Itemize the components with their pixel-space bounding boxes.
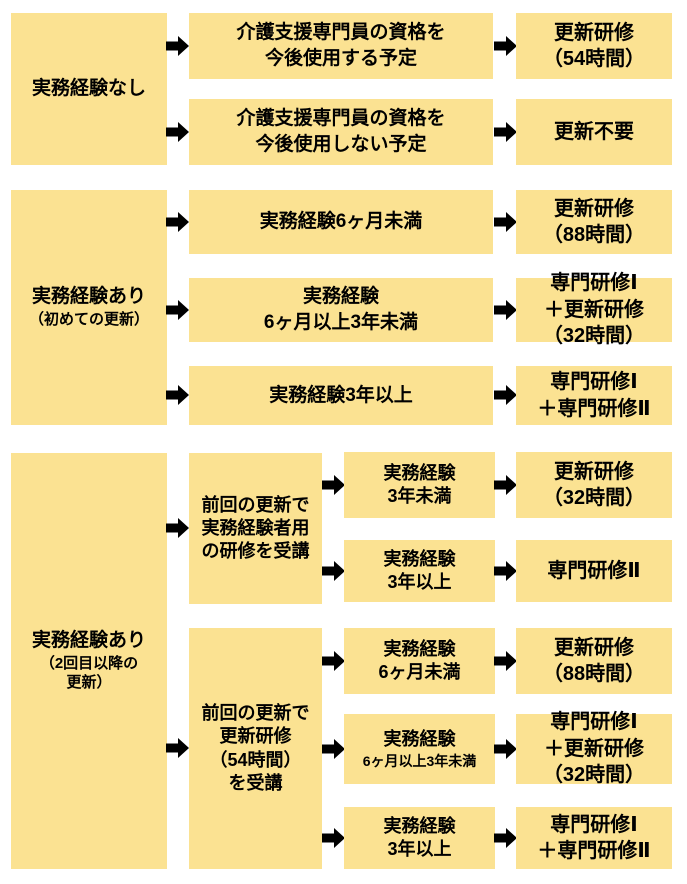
result-label: 専門研修Ⅰ: [550, 371, 638, 394]
category-sublabel: （2回目以降の: [39, 654, 139, 672]
result-label: 更新不要: [554, 120, 634, 143]
result-label: 専門研修Ⅰ: [550, 813, 638, 836]
result-label: 専門研修Ⅰ: [550, 272, 638, 295]
branch-label: を受講: [228, 772, 283, 793]
branch-label: 前回の更新で: [201, 703, 310, 724]
condition-label: 介護支援専門員の資格を: [236, 22, 446, 44]
result-box: 更新研修 （88時間）: [516, 628, 672, 694]
branch-box: 前回の更新で 更新研修 （54時間） を受講: [189, 628, 322, 869]
category-box-no-experience: 実務経験なし: [11, 13, 167, 165]
arrow-right-icon: [494, 828, 517, 848]
condition-label: 実務経験: [383, 815, 456, 836]
arrow-right-icon: [494, 561, 517, 581]
condition-box: 介護支援専門員の資格を 今後使用しない予定: [189, 99, 493, 165]
result-label: 更新研修: [554, 197, 634, 220]
condition-label: 介護支援専門員の資格を: [236, 108, 446, 130]
result-box: 専門研修Ⅰ ＋専門研修Ⅱ: [516, 807, 672, 869]
result-label: （32時間）: [542, 325, 646, 348]
condition-label: 6ヶ月以上3年未満: [362, 752, 477, 769]
result-box: 更新研修 （88時間）: [516, 190, 672, 254]
result-label: ＋更新研修: [544, 298, 644, 321]
condition-box: 実務経験 6ヶ月以上3年未満: [189, 278, 493, 342]
arrow-right-icon: [166, 122, 189, 142]
arrow-right-icon: [494, 739, 517, 759]
condition-label: 実務経験: [383, 548, 456, 569]
arrow-right-icon: [494, 651, 517, 671]
result-box: 専門研修Ⅱ: [516, 540, 672, 602]
category-box-later-renewal: 実務経験あり （2回目以降の 更新）: [11, 453, 167, 869]
category-label: 実務経験あり: [31, 286, 146, 308]
condition-label: 6ヶ月未満: [378, 662, 461, 682]
branch-label: 更新研修: [219, 726, 292, 747]
result-label: （32時間）: [542, 764, 646, 787]
branch-label: 実務経験者用: [201, 517, 310, 538]
result-box: 更新研修 （32時間）: [516, 452, 672, 518]
condition-label: 実務経験: [383, 729, 456, 750]
condition-label: 3年以上: [387, 572, 452, 592]
arrow-right-icon: [494, 300, 517, 320]
result-label: 更新研修: [554, 21, 634, 44]
condition-label: 実務経験6ヶ月未満: [259, 211, 423, 233]
condition-box: 実務経験 6ヶ月以上3年未満: [344, 714, 495, 784]
result-label: ＋専門研修Ⅱ: [537, 397, 651, 420]
arrow-right-icon: [494, 475, 517, 495]
arrow-right-icon: [494, 385, 517, 405]
result-box: 更新研修 （54時間）: [516, 13, 672, 79]
condition-label: 3年未満: [387, 486, 452, 506]
condition-label: 実務経験3年以上: [269, 384, 413, 406]
condition-box: 実務経験 6ヶ月未満: [344, 628, 495, 694]
condition-box: 実務経験 3年以上: [344, 807, 495, 869]
branch-box: 前回の更新で 実務経験者用 の研修を受講: [189, 453, 322, 604]
result-label: 更新研修: [554, 636, 634, 659]
category-box-first-renewal: 実務経験あり （初めての更新）: [11, 190, 167, 425]
result-label: （88時間）: [542, 224, 646, 246]
arrow-right-icon: [322, 739, 345, 759]
arrow-right-icon: [322, 828, 345, 848]
condition-box: 実務経験 3年以上: [344, 540, 495, 602]
branch-label: 前回の更新で: [201, 494, 310, 515]
result-label: ＋更新研修: [544, 737, 644, 760]
condition-label: 実務経験: [383, 638, 456, 659]
condition-label: 今後使用しない予定: [255, 134, 427, 155]
result-label: （32時間）: [542, 487, 646, 509]
condition-box: 実務経験3年以上: [189, 366, 493, 425]
condition-box: 実務経験 3年未満: [344, 452, 495, 518]
condition-label: 3年以上: [387, 839, 452, 859]
arrow-right-icon: [322, 475, 345, 495]
branch-label: （54時間）: [209, 749, 302, 770]
arrow-right-icon: [322, 561, 345, 581]
result-label: 更新研修: [554, 460, 634, 483]
branch-label: の研修を受講: [201, 541, 310, 562]
condition-label: 実務経験: [302, 286, 379, 308]
arrow-right-icon: [494, 212, 517, 232]
condition-box: 介護支援専門員の資格を 今後使用する予定: [189, 13, 493, 79]
category-label: 実務経験あり: [31, 630, 146, 652]
arrow-right-icon: [166, 518, 189, 538]
arrow-right-icon: [166, 36, 189, 56]
category-sublabel: 更新）: [66, 674, 112, 692]
result-label: 専門研修Ⅰ: [550, 711, 638, 734]
arrow-right-icon: [494, 122, 517, 142]
result-label: ＋専門研修Ⅱ: [537, 840, 651, 862]
result-label: 専門研修Ⅱ: [547, 559, 641, 582]
arrow-right-icon: [166, 738, 189, 758]
arrow-right-icon: [166, 212, 189, 232]
result-box: 更新不要: [516, 99, 672, 165]
condition-label: 今後使用する予定: [264, 48, 417, 69]
arrow-right-icon: [322, 651, 345, 671]
result-label: （88時間）: [542, 663, 646, 685]
category-label: 実務経験なし: [31, 77, 146, 99]
condition-label: 6ヶ月以上3年未満: [263, 312, 419, 333]
result-box: 専門研修Ⅰ ＋更新研修 （32時間）: [516, 711, 672, 786]
result-box: 専門研修Ⅰ ＋専門研修Ⅱ: [516, 366, 672, 425]
result-box: 専門研修Ⅰ ＋更新研修 （32時間）: [516, 272, 672, 347]
result-label: （54時間）: [542, 48, 646, 70]
condition-label: 実務経験: [383, 462, 456, 483]
arrow-right-icon: [494, 36, 517, 56]
category-sublabel: （初めての更新）: [28, 311, 149, 329]
arrow-right-icon: [166, 385, 189, 405]
condition-box: 実務経験6ヶ月未満: [189, 190, 493, 254]
arrow-right-icon: [166, 300, 189, 320]
